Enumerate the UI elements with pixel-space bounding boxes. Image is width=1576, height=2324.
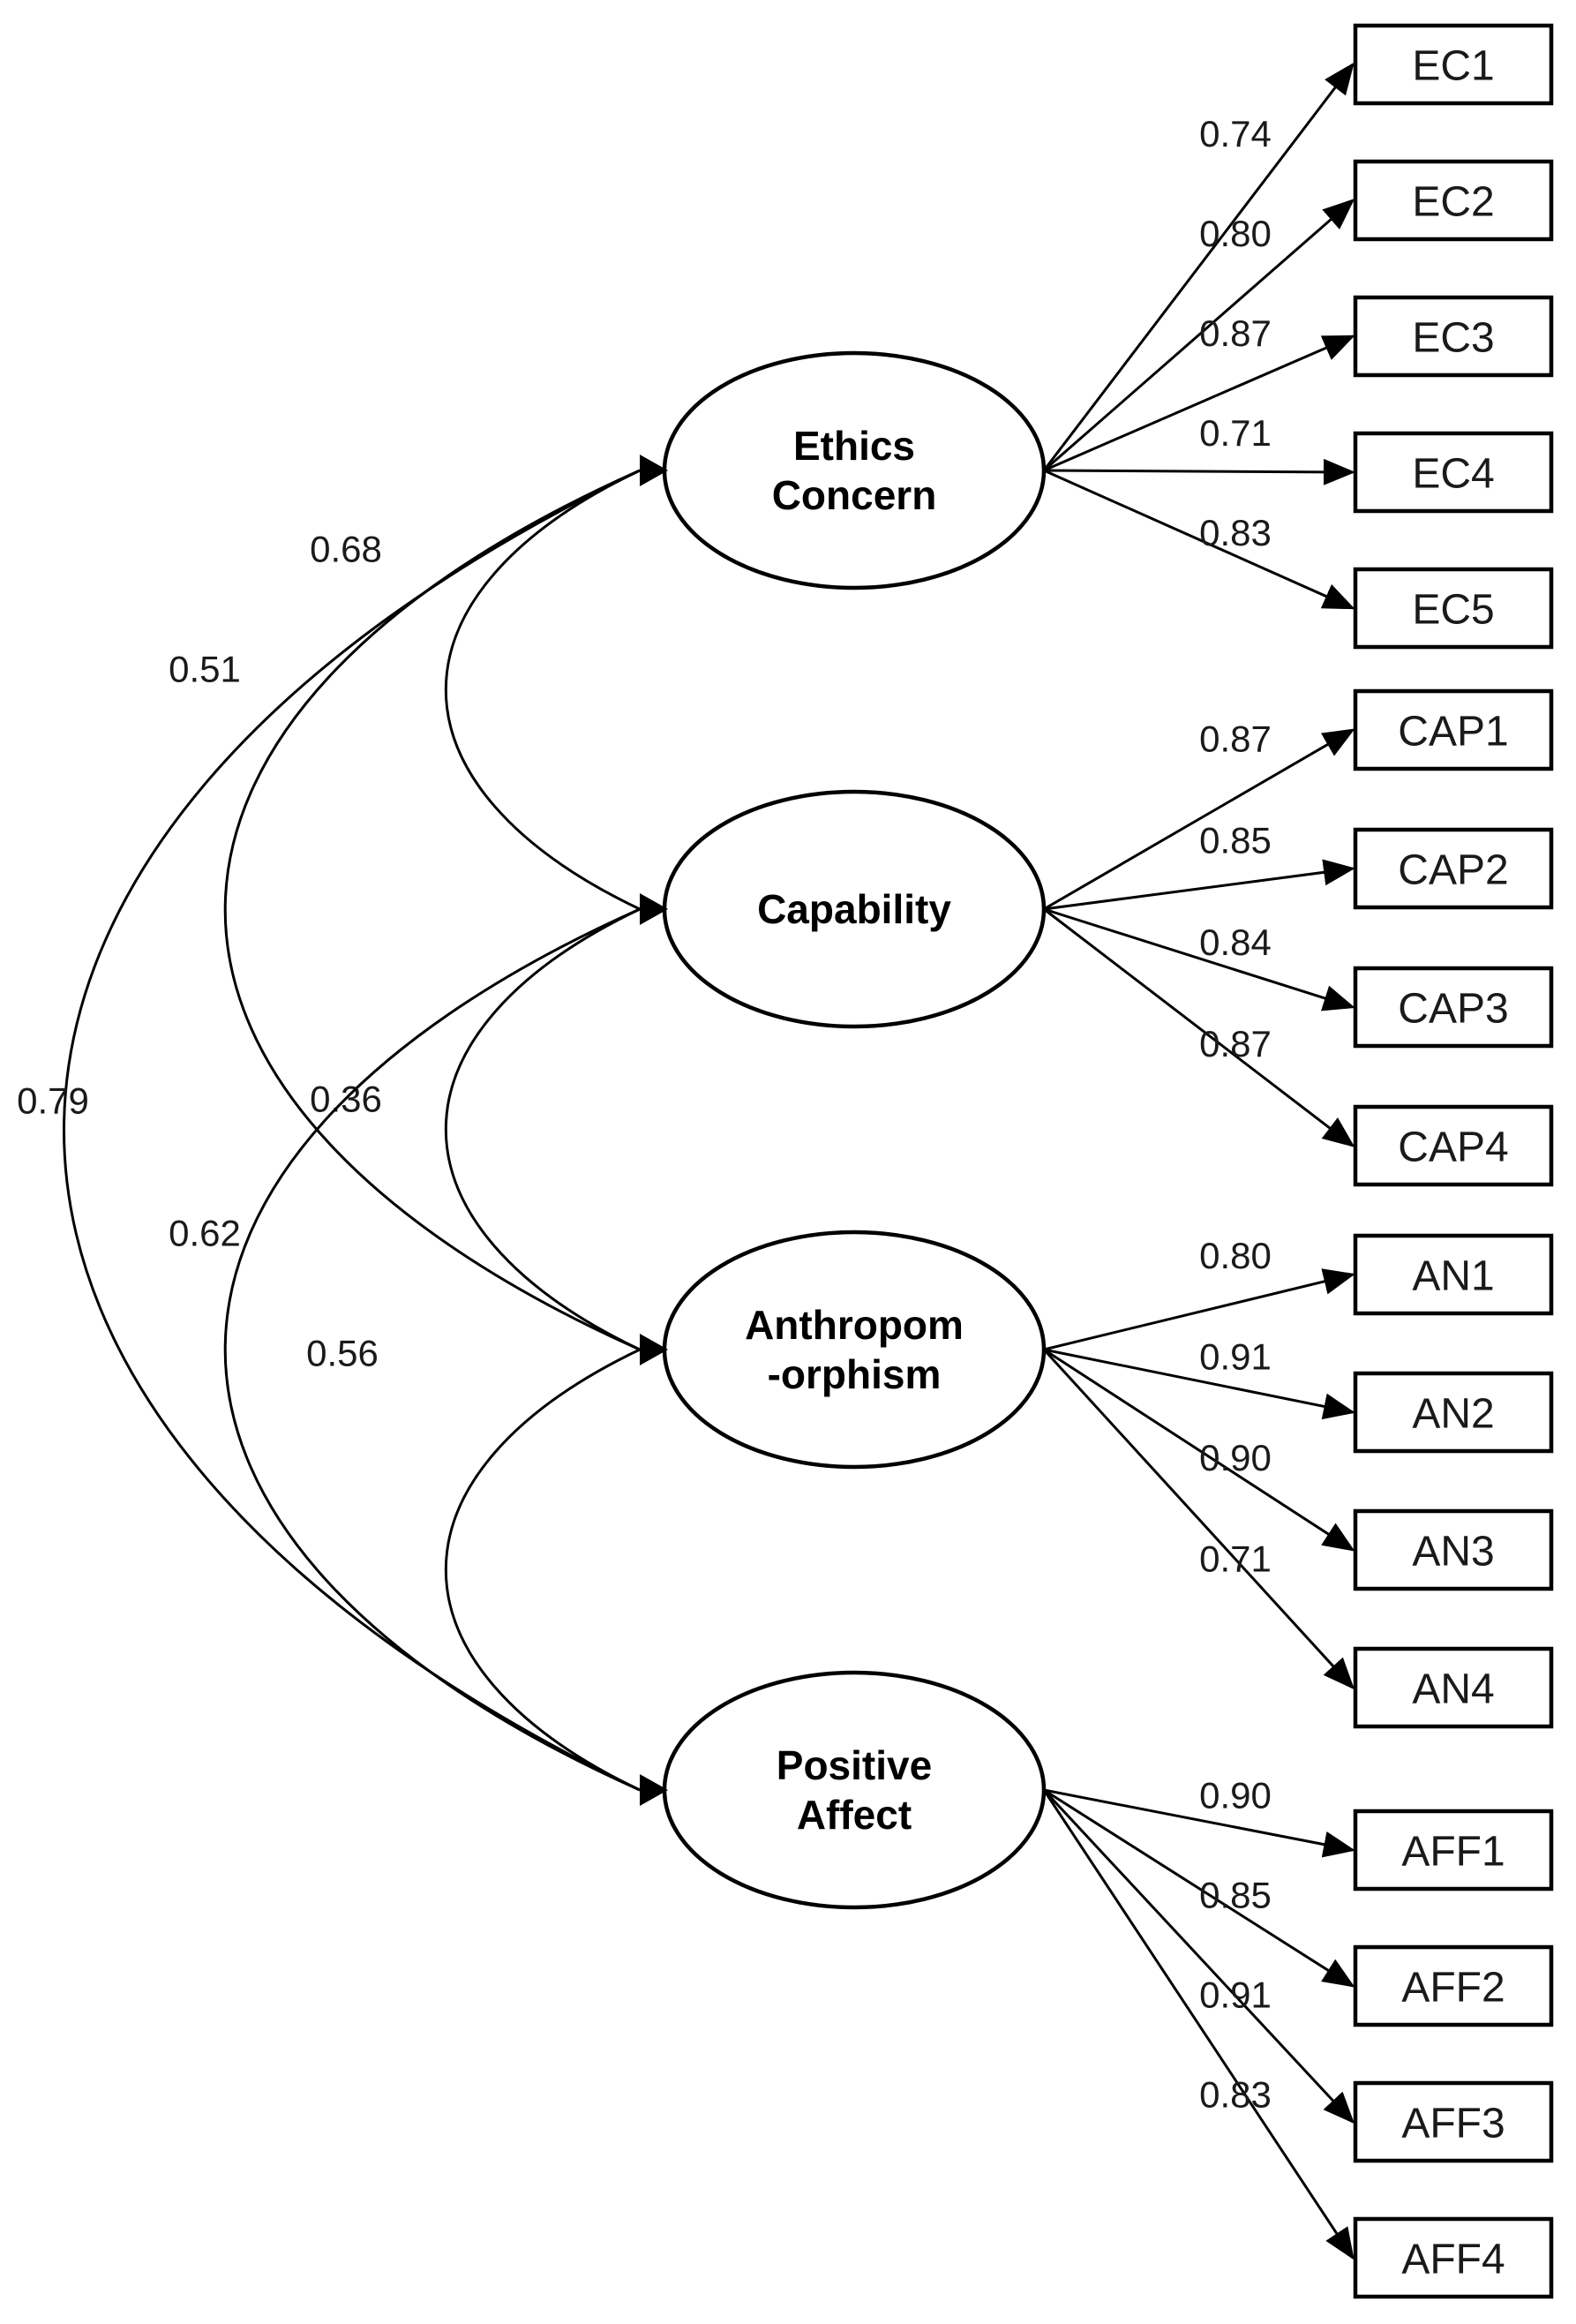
latent-label-line-ethics-concern-1: Concern bbox=[772, 472, 937, 518]
loading-value-EC1: 0.74 bbox=[1199, 113, 1272, 154]
loading-arrow-AN4 bbox=[1042, 1348, 1355, 1690]
loading-value-AN3: 0.90 bbox=[1199, 1437, 1272, 1478]
loading-value-AFF4: 0.83 bbox=[1199, 2073, 1272, 2115]
indicator-box-CAP1 bbox=[1353, 688, 1554, 771]
latent-label-line-positive-affect-0: Positive bbox=[777, 1742, 932, 1788]
loading-arrow-AFF3 bbox=[1042, 1788, 1355, 2125]
indicator-box-CAP4 bbox=[1353, 1104, 1554, 1187]
correlation-arc-ethics-concern-anthropomorphism bbox=[223, 469, 641, 1351]
indicator-box-EC3 bbox=[1353, 295, 1554, 378]
loading-arrow-CAP2 bbox=[1043, 859, 1355, 911]
indicator-label-CAP2: CAP2 bbox=[1398, 847, 1508, 894]
loading-value-CAP3: 0.84 bbox=[1199, 921, 1272, 963]
latent-label-line-positive-affect-1: Affect bbox=[797, 1792, 912, 1838]
correlation-arrowhead-icon-ethics-concern bbox=[640, 455, 668, 486]
loading-arrow-EC2 bbox=[1043, 199, 1355, 472]
latent-label-line-capability-0: Capability bbox=[757, 886, 951, 932]
loading-value-AN4: 0.71 bbox=[1199, 1538, 1272, 1580]
indicator-label-EC1: EC1 bbox=[1412, 43, 1494, 90]
indicator-label-AFF2: AFF2 bbox=[1401, 1965, 1505, 2012]
loading-value-AN1: 0.80 bbox=[1199, 1235, 1272, 1276]
loading-arrow-CAP1 bbox=[1043, 728, 1355, 911]
loading-arrow-AN1 bbox=[1043, 1268, 1355, 1351]
indicator-label-AN2: AN2 bbox=[1412, 1391, 1494, 1438]
latent-ellipse-anthropomorphism bbox=[662, 1230, 1047, 1470]
correlation-arrowhead-icon-capability bbox=[640, 893, 668, 925]
indicator-label-EC4: EC4 bbox=[1412, 451, 1494, 498]
loading-arrow-AN2 bbox=[1043, 1348, 1355, 1420]
correlation-arc-ethics-concern-positive-affect bbox=[63, 469, 641, 1792]
indicator-box-AN1 bbox=[1353, 1233, 1554, 1316]
loading-value-EC2: 0.80 bbox=[1199, 213, 1272, 254]
indicator-label-AN4: AN4 bbox=[1412, 1666, 1494, 1713]
loading-value-CAP4: 0.87 bbox=[1199, 1023, 1272, 1064]
loading-arrow-EC3 bbox=[1043, 335, 1355, 472]
indicator-box-AN3 bbox=[1353, 1508, 1554, 1591]
loading-value-CAP1: 0.87 bbox=[1199, 718, 1272, 760]
indicator-box-CAP3 bbox=[1353, 966, 1554, 1049]
indicator-box-AFF2 bbox=[1353, 1944, 1554, 2027]
latent-label-line-ethics-concern-0: Ethics bbox=[793, 423, 915, 469]
indicator-box-CAP2 bbox=[1353, 827, 1554, 910]
indicator-box-AN2 bbox=[1353, 1371, 1554, 1454]
correlation-value-ethics-concern-capability: 0.68 bbox=[310, 529, 382, 570]
correlation-value-ethics-concern-anthropomorphism: 0.51 bbox=[169, 649, 241, 690]
correlation-arrowhead-icon-positive-affect bbox=[640, 1774, 668, 1806]
indicator-label-CAP4: CAP4 bbox=[1398, 1124, 1508, 1171]
loading-value-CAP2: 0.85 bbox=[1199, 820, 1272, 861]
correlation-value-ethics-concern-positive-affect: 0.79 bbox=[17, 1080, 89, 1122]
indicator-box-EC2 bbox=[1353, 159, 1554, 242]
loading-value-AFF1: 0.90 bbox=[1199, 1774, 1272, 1816]
loading-arrow-AN3 bbox=[1043, 1348, 1355, 1552]
loading-value-EC5: 0.83 bbox=[1199, 512, 1272, 553]
indicator-label-CAP1: CAP1 bbox=[1398, 709, 1508, 756]
loading-arrow-EC4 bbox=[1043, 458, 1355, 485]
correlation-value-capability-positive-affect: 0.62 bbox=[169, 1213, 241, 1254]
loading-value-AFF2: 0.85 bbox=[1199, 1874, 1272, 1915]
latent-label-anthropomorphism: Anthropom-orphism bbox=[745, 1302, 964, 1397]
correlation-arc-capability-anthropomorphism bbox=[444, 907, 641, 1351]
indicator-label-AN3: AN3 bbox=[1412, 1529, 1494, 1576]
indicator-label-EC3: EC3 bbox=[1412, 315, 1494, 362]
indicator-box-EC5 bbox=[1353, 567, 1554, 650]
indicator-label-EC2: EC2 bbox=[1412, 179, 1494, 226]
indicator-label-AN1: AN1 bbox=[1412, 1253, 1494, 1300]
correlation-arc-ethics-concern-capability bbox=[444, 469, 641, 911]
indicator-label-AFF1: AFF1 bbox=[1401, 1829, 1505, 1876]
loading-value-AN2: 0.91 bbox=[1199, 1336, 1272, 1378]
latent-label-capability: Capability bbox=[757, 886, 951, 932]
loading-arrow-AFF4 bbox=[1042, 1789, 1355, 2260]
loading-value-EC4: 0.71 bbox=[1199, 412, 1272, 454]
indicator-box-AN4 bbox=[1353, 1646, 1554, 1729]
correlation-arc-capability-positive-affect bbox=[223, 907, 641, 1792]
indicator-label-AFF3: AFF3 bbox=[1401, 2101, 1505, 2147]
indicator-label-AFF4: AFF4 bbox=[1401, 2237, 1505, 2283]
correlation-arc-anthropomorphism-positive-affect bbox=[444, 1348, 641, 1792]
loading-arrow-AFF1 bbox=[1043, 1788, 1355, 1858]
indicator-box-EC1 bbox=[1353, 23, 1554, 106]
indicator-label-EC5: EC5 bbox=[1412, 587, 1494, 634]
latent-ellipse-ethics-concern bbox=[662, 350, 1047, 590]
latent-label-line-anthropomorphism-0: Anthropom bbox=[745, 1302, 964, 1348]
correlation-arrowhead-icon-anthropomorphism bbox=[640, 1334, 668, 1365]
latent-ellipse-positive-affect bbox=[662, 1670, 1047, 1910]
indicator-box-AFF1 bbox=[1353, 1809, 1554, 1892]
loading-arrow-CAP3 bbox=[1043, 907, 1355, 1012]
indicator-box-AFF4 bbox=[1353, 2216, 1554, 2299]
indicator-box-AFF3 bbox=[1353, 2080, 1554, 2163]
loading-arrow-EC1 bbox=[1042, 62, 1355, 471]
loading-arrow-EC5 bbox=[1043, 469, 1355, 610]
latent-label-line-anthropomorphism-1: -orphism bbox=[768, 1351, 942, 1397]
correlation-value-anthropomorphism-positive-affect: 0.56 bbox=[306, 1333, 379, 1374]
loading-arrow-CAP4 bbox=[1043, 907, 1355, 1147]
indicator-box-EC4 bbox=[1353, 431, 1554, 514]
loading-value-AFF3: 0.91 bbox=[1199, 1974, 1272, 2015]
loading-arrow-AFF2 bbox=[1043, 1788, 1355, 1988]
indicator-label-CAP3: CAP3 bbox=[1398, 986, 1508, 1033]
loading-value-EC3: 0.87 bbox=[1199, 312, 1272, 354]
